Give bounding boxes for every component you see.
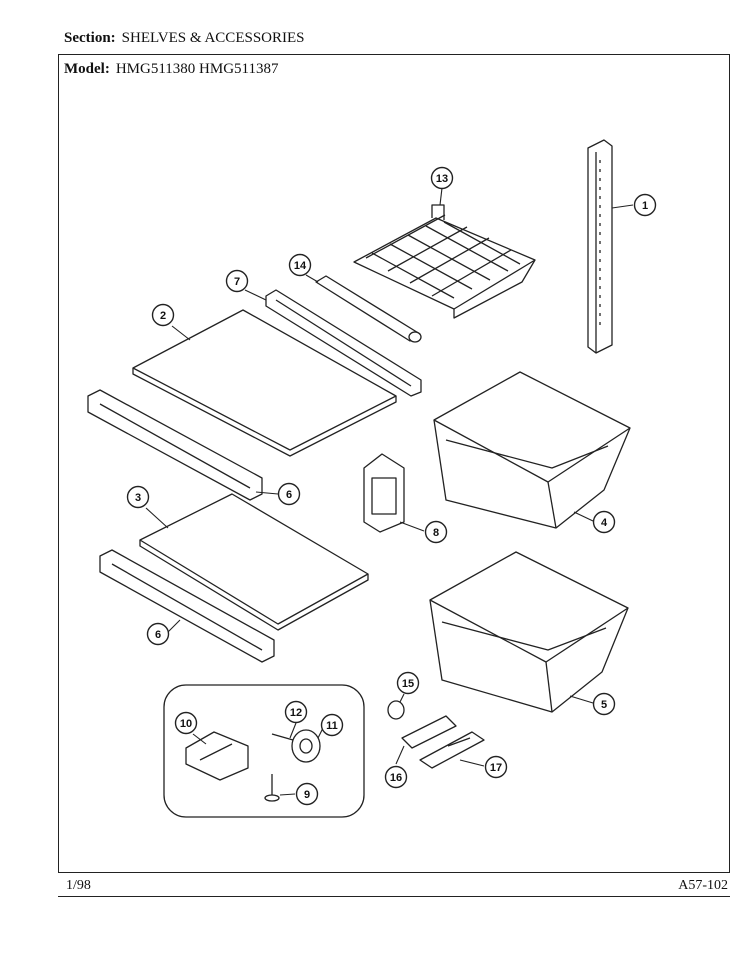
svg-text:15: 15: [402, 678, 414, 690]
part-glass-shelf-upper: [132, 309, 397, 457]
callout-6-upper: 6: [277, 482, 301, 506]
callout-5: 5: [592, 692, 616, 716]
svg-text:5: 5: [601, 699, 607, 711]
part-shelf-frame-lower: [99, 549, 275, 663]
model-header: Model: HMG511380 HMG511387: [64, 61, 278, 78]
part-roller: [315, 275, 422, 343]
section-header: Section: SHELVES & ACCESSORIES: [64, 30, 305, 47]
bottom-rule: [58, 896, 730, 897]
callout-2: 2: [151, 303, 175, 327]
svg-text:2: 2: [160, 310, 166, 322]
part-glass-shelf-lower: [139, 493, 369, 631]
svg-text:13: 13: [436, 173, 448, 185]
callout-4: 4: [592, 510, 616, 534]
svg-text:8: 8: [433, 527, 439, 539]
callout-7: 7: [225, 269, 249, 293]
model-label: Model:: [64, 61, 110, 77]
callout-17: 17: [484, 755, 508, 779]
svg-text:4: 4: [601, 517, 608, 529]
part-17: [419, 731, 485, 769]
svg-text:16: 16: [390, 772, 402, 784]
callout-8: 8: [424, 520, 448, 544]
callout-16: 16: [384, 765, 408, 789]
callout-6-lower: 6: [146, 622, 170, 646]
section-label: Section:: [64, 30, 116, 46]
part-wire-shelf: [353, 204, 536, 319]
callout-11: 11: [320, 713, 344, 737]
part-rail: [587, 139, 613, 354]
svg-text:10: 10: [180, 718, 192, 730]
callout-13: 13: [430, 166, 454, 190]
footer-date: 1/98: [66, 878, 91, 893]
svg-text:14: 14: [294, 260, 307, 272]
part-10: [185, 731, 249, 781]
svg-text:6: 6: [155, 629, 161, 641]
svg-text:6: 6: [286, 489, 292, 501]
svg-text:12: 12: [290, 707, 302, 719]
callout-12: 12: [284, 700, 308, 724]
part-crisper-drawer-lower: [429, 551, 629, 713]
callout-3: 3: [126, 485, 150, 509]
callout-1: 1: [633, 193, 657, 217]
part-11: [291, 729, 321, 763]
part-cover: [363, 453, 405, 533]
svg-text:7: 7: [234, 276, 240, 288]
svg-text:11: 11: [326, 720, 338, 732]
svg-text:1: 1: [642, 200, 648, 212]
section-value: SHELVES & ACCESSORIES: [121, 30, 305, 46]
svg-text:3: 3: [135, 492, 141, 504]
part-crisper-drawer-upper: [433, 371, 631, 529]
callout-14: 14: [288, 253, 312, 277]
inset-detail-box: [163, 684, 365, 818]
callout-9: 9: [295, 782, 319, 806]
part-9: [264, 774, 280, 802]
part-shelf-trim-top: [265, 289, 422, 397]
diagram-frame: [58, 54, 730, 873]
part-15: [387, 700, 405, 720]
leader-lines: [145, 187, 634, 796]
part-16: [401, 715, 457, 749]
svg-text:9: 9: [304, 789, 310, 801]
callout-10: 10: [174, 711, 198, 735]
model-value: HMG511380 HMG511387: [115, 61, 279, 77]
callout-15: 15: [396, 671, 420, 695]
footer-page-code: A57-102: [678, 878, 728, 893]
svg-text:17: 17: [490, 762, 502, 774]
part-shelf-frame-upper: [87, 389, 263, 501]
